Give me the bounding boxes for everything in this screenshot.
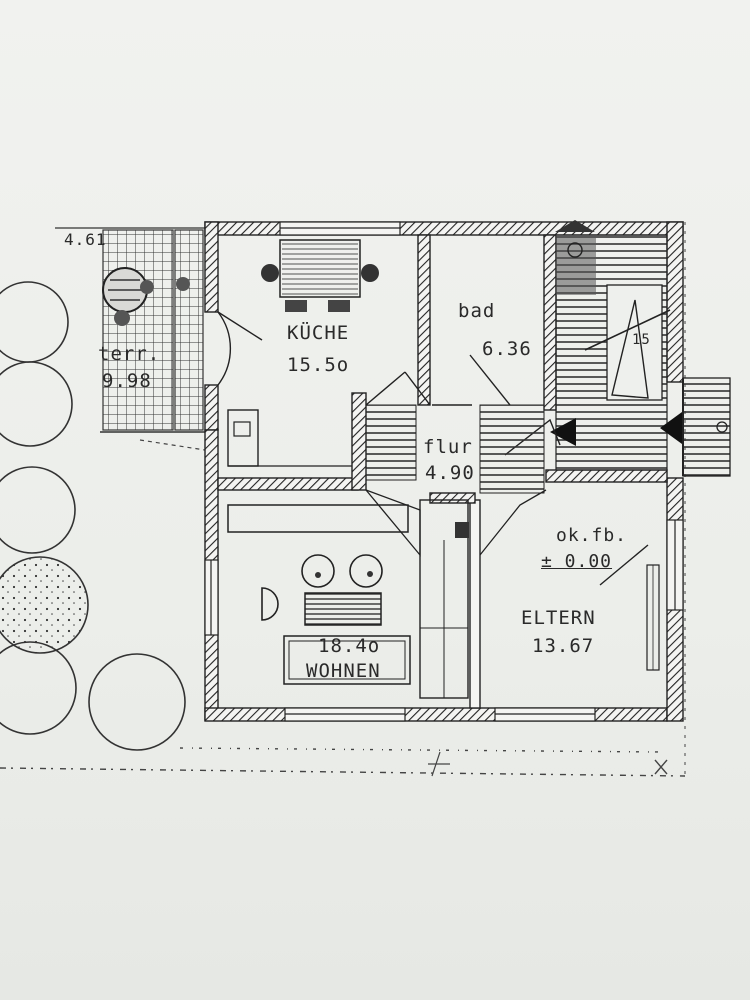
tree-6	[88, 653, 186, 751]
floor-level-value: ± 0.00	[541, 551, 613, 572]
hall-stair-treads-right	[479, 404, 545, 494]
room-name-kueche: KÜCHE	[287, 322, 350, 344]
dining-table	[279, 239, 361, 298]
tree-1	[0, 281, 69, 363]
armchair-1	[301, 554, 335, 588]
hall-stairs	[365, 404, 547, 557]
door-bath	[469, 354, 511, 406]
kitchen-furniture	[227, 239, 379, 467]
tree-2	[0, 361, 73, 447]
terrace-chair-3	[176, 277, 190, 291]
entrance-landing	[682, 377, 731, 477]
reading-chair	[261, 587, 279, 621]
staircase	[504, 220, 682, 471]
wall-hall-bottom	[429, 492, 476, 504]
terrace-paving	[102, 229, 174, 431]
doors	[217, 311, 511, 406]
parents-furniture	[599, 544, 660, 671]
entrance-arrow-icon	[660, 412, 682, 444]
interior-walls	[217, 234, 668, 709]
stair-step-count: 15	[632, 332, 651, 348]
room-area-eltern: 13.67	[532, 635, 595, 657]
stair-shadow	[556, 235, 596, 295]
room-name-eltern: ELTERN	[521, 607, 596, 629]
room-area-wohnen: 18.4o	[318, 635, 381, 657]
wall-kitchen-left-lower	[204, 384, 219, 431]
room-name-bad: bad	[458, 300, 496, 322]
terrace-paving-strip	[174, 229, 204, 431]
chimney-icon	[455, 522, 469, 538]
kitchen-counter	[227, 409, 259, 467]
tree-3	[0, 466, 76, 554]
room-area-flur: 4.90	[425, 462, 475, 484]
room-name-wohnen: WOHNEN	[306, 660, 381, 682]
wall-bath-right	[543, 234, 557, 411]
wall-kitchen-bath	[417, 234, 431, 406]
windows	[204, 221, 684, 722]
room-name-terrace: terr.	[98, 343, 161, 365]
dining-chair-1	[261, 264, 279, 282]
coffee-table	[304, 592, 382, 626]
stair-up-arrow-icon	[555, 220, 595, 232]
ground-line	[0, 222, 686, 777]
stair-direction-arrow-icon	[550, 418, 576, 446]
dimension-mark: 4.61	[64, 230, 107, 249]
tree-5	[0, 641, 77, 735]
door-kitchen-terrace	[217, 311, 263, 341]
armchair-2	[349, 554, 383, 588]
wall-bottom	[204, 707, 668, 722]
terrace-chair-1	[140, 280, 154, 294]
entrance-steps	[682, 377, 731, 477]
dining-chair-3	[285, 300, 307, 312]
garden-trees	[0, 281, 186, 751]
living-furniture	[227, 499, 469, 699]
hall-stair-treads-left	[365, 404, 417, 481]
sideboard	[227, 504, 409, 533]
wall-top	[204, 221, 684, 236]
wall-kitchen-left-upper	[204, 221, 219, 313]
wall-hall-left	[351, 392, 367, 491]
wall-right-upper	[666, 221, 684, 383]
wall-kitchen-bottom	[217, 477, 359, 491]
door-kitchen-hall	[365, 371, 406, 406]
room-area-bad: 6.36	[482, 338, 532, 360]
dining-chair-2	[361, 264, 379, 282]
floor-level-label: ok.fb.	[556, 525, 628, 546]
tree-4	[0, 556, 89, 654]
terrace-chair-2	[114, 310, 130, 326]
room-name-flur: flur	[423, 436, 473, 458]
wall-parents-top	[545, 469, 668, 483]
terrace-area	[55, 227, 206, 451]
dining-chair-4	[328, 300, 350, 312]
wall-living-parents	[469, 499, 481, 709]
sofa	[283, 635, 411, 685]
room-area-kueche: 15.5o	[287, 354, 350, 376]
room-area-terrace: 9.98	[102, 370, 152, 392]
kitchen-sink-icon	[233, 421, 251, 437]
